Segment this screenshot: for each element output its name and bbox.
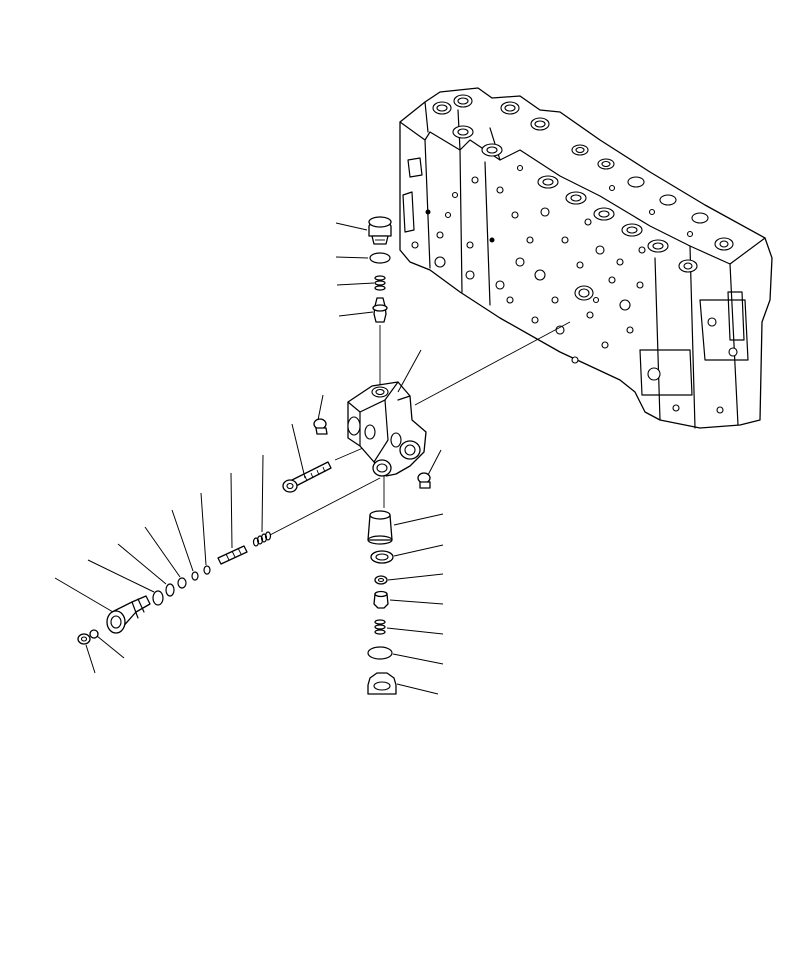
screw-right [417, 472, 431, 489]
poppet-top [372, 297, 388, 323]
spring-lower [374, 619, 386, 635]
ring-diagonal-3 [177, 577, 187, 589]
plug-top [368, 216, 392, 245]
o-ring-top [369, 252, 391, 264]
long-bolt [282, 461, 332, 493]
spring-top [374, 275, 386, 291]
ring-diagonal-5 [152, 590, 164, 606]
spool-diagonal [217, 545, 248, 565]
small-screw-diagonal [77, 633, 91, 645]
leader-lines [54, 222, 444, 695]
top-port-holes [432, 94, 734, 273]
cap-lower [367, 672, 397, 695]
assembly-center-lines [269, 321, 571, 536]
small-nut-diagonal [89, 629, 99, 639]
seal-ring-lower [370, 550, 394, 564]
control-valve-block [399, 87, 773, 429]
screw-left [313, 418, 328, 435]
ring-diagonal-4 [165, 583, 175, 597]
valve-block-port [574, 285, 600, 304]
spring-diagonal [252, 531, 272, 547]
plug-diagonal [106, 595, 151, 634]
o-ring-lower [367, 646, 393, 660]
valve-housing [347, 381, 427, 477]
ring-diagonal-1 [203, 565, 211, 575]
ring-diagonal-2 [191, 571, 199, 581]
front-face-holes [411, 176, 738, 414]
sleeve-lower [367, 510, 393, 545]
poppet-lower [373, 590, 389, 609]
nut-lower [374, 575, 388, 585]
